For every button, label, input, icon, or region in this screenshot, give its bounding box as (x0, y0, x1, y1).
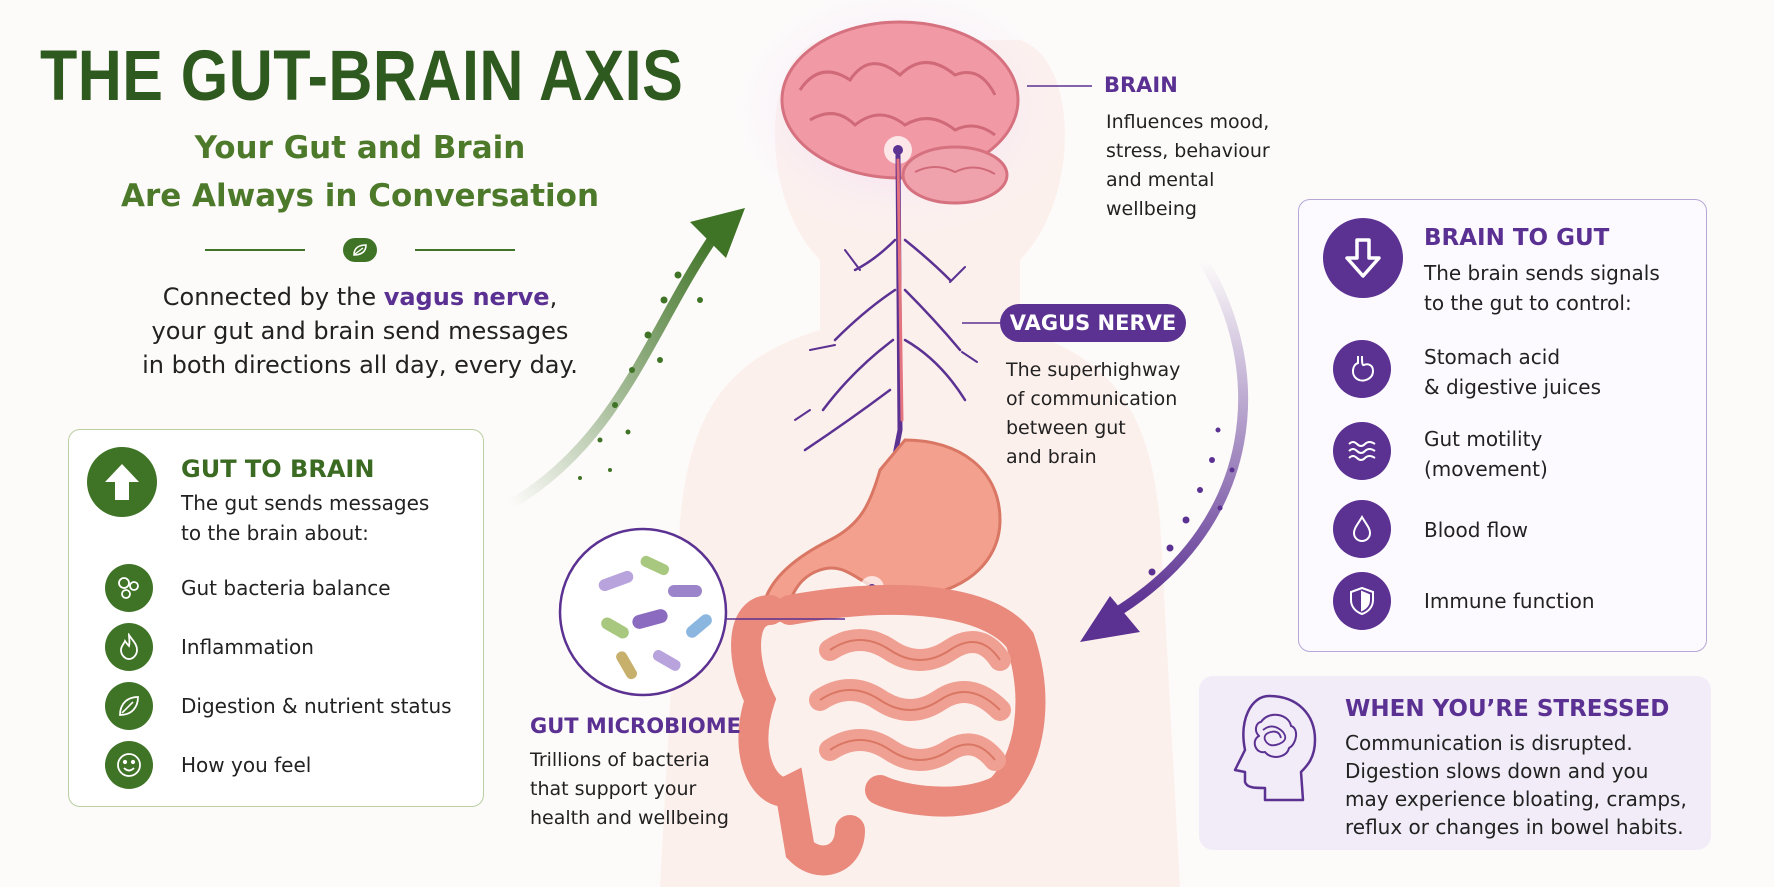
subtitle-line-1: Your Gut and Brain (194, 130, 526, 166)
vagus-nerve-heading: VAGUS NERVE (1000, 304, 1186, 342)
stomach-icon (1333, 340, 1391, 398)
title-divider (205, 238, 515, 262)
flame-icon (105, 623, 153, 671)
stomach-illustration (763, 438, 1002, 623)
gut-to-brain-arrow (505, 208, 745, 510)
intro-text: Connected by the vagus nerve, your gut a… (142, 283, 578, 379)
stressed-heading: WHEN YOU’RE STRESSED (1345, 696, 1670, 722)
gut-to-brain-desc-2: to the brain about: (181, 521, 369, 545)
microbiome-illustration (558, 527, 728, 697)
leaf-icon (105, 682, 153, 730)
brain-illustration (780, 20, 1020, 205)
stressed-description: Communication is disrupted.Digestion slo… (1345, 731, 1687, 839)
subtitle-line-2: Are Always in Conversation (120, 178, 600, 214)
droplet-icon (1333, 500, 1391, 558)
list-item: Stomach acid& digestive juices (1424, 345, 1602, 399)
waves-icon (1333, 422, 1391, 480)
down-arrow-icon (1323, 218, 1403, 298)
list-item: Digestion & nutrient status (181, 694, 452, 718)
shield-icon (1333, 572, 1391, 630)
list-item: Gut motility(movement) (1424, 427, 1548, 481)
brain-to-gut-heading: BRAIN TO GUT (1424, 225, 1610, 251)
when-stressed-card: WHEN YOU’RE STRESSED Communication is di… (1199, 676, 1711, 850)
list-item: How you feel (181, 753, 312, 777)
gut-to-brain-heading: GUT TO BRAIN (181, 455, 375, 483)
smiley-icon (105, 741, 153, 789)
leaf-icon (343, 238, 377, 262)
stressed-head-icon (1233, 694, 1317, 802)
brain-to-gut-card: BRAIN TO GUT The brain sends signals to … (1298, 199, 1707, 652)
intestines-illustration (731, 585, 1046, 876)
bacteria-icon (105, 564, 153, 612)
list-item: Blood flow (1424, 518, 1528, 542)
gut-microbiome-heading: GUT MICROBIOME (530, 714, 741, 738)
brain-to-gut-desc-2: to the gut to control: (1424, 291, 1632, 315)
list-item: Gut bacteria balance (181, 576, 391, 600)
up-arrow-icon (87, 447, 157, 517)
brain-heading: BRAIN (1104, 73, 1178, 97)
list-item: Immune function (1424, 589, 1595, 613)
brain-to-gut-arrow (1080, 255, 1248, 642)
brain-to-gut-desc-1: The brain sends signals (1424, 261, 1660, 285)
list-item: Inflammation (181, 635, 314, 659)
gut-to-brain-desc-1: The gut sends messages (181, 491, 430, 515)
gut-to-brain-card: GUT TO BRAIN The gut sends messages to t… (68, 429, 484, 807)
vagus-nerve-emphasis: vagus nerve (383, 283, 550, 311)
page-title: THE GUT-BRAIN AXIS (40, 37, 684, 116)
